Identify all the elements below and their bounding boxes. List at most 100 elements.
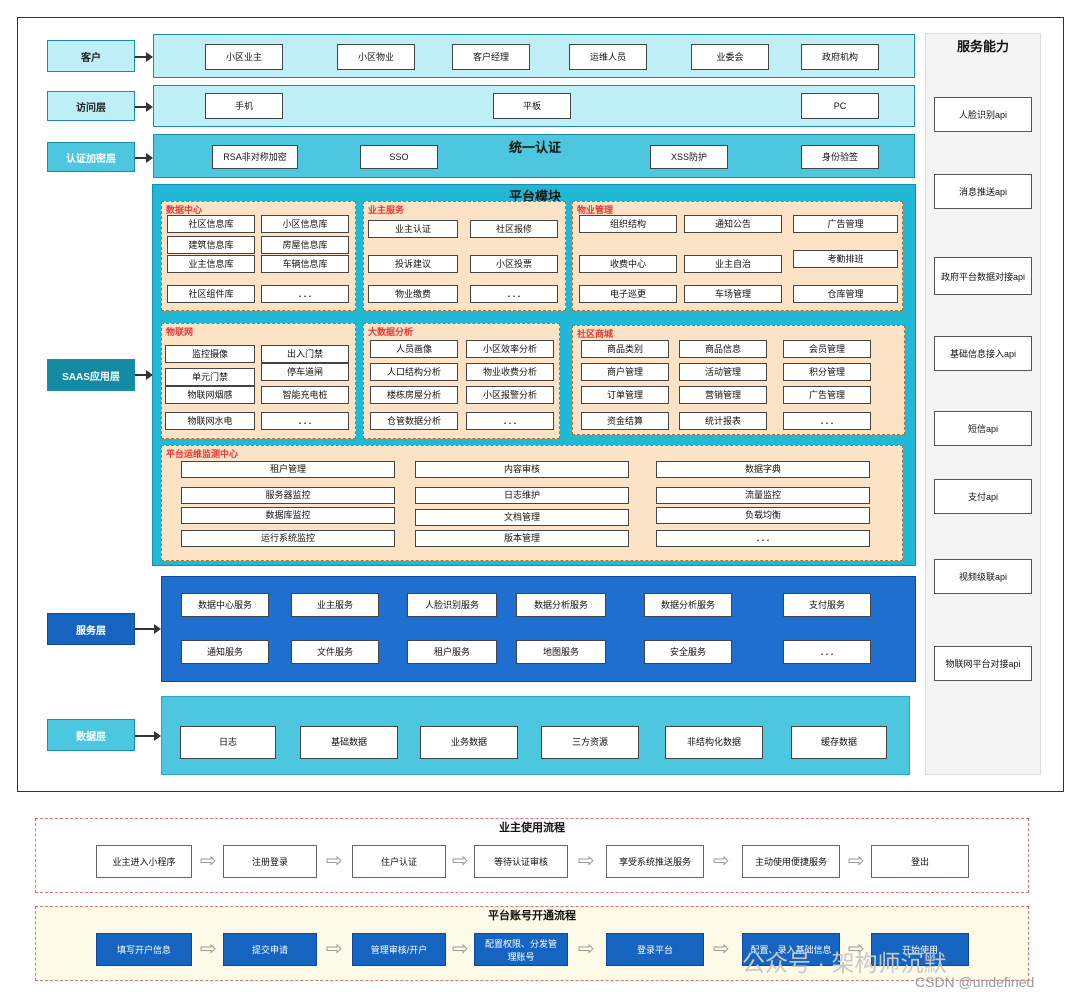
- data-band: [161, 696, 910, 775]
- flow1-step-5: 享受系统推送服务: [606, 845, 704, 878]
- customer-property: 小区物业: [337, 44, 415, 70]
- pm-org: 组织结构: [579, 215, 677, 233]
- platform-title: 平台模块: [508, 189, 561, 204]
- pm-attendance: 考勤排班: [793, 250, 898, 268]
- ops-log: 日志维护: [415, 487, 629, 504]
- data-business: 业务数据: [420, 726, 518, 759]
- mall-category: 商品类别: [581, 340, 669, 358]
- flow2-arrow-5: ⇨: [713, 938, 730, 960]
- pm-parking: 车场管理: [684, 285, 782, 303]
- mall-order: 订单管理: [581, 386, 669, 404]
- flow2-step-6: 配置、录入基础信息: [742, 933, 840, 966]
- api-basic-info: 基础信息接入api: [934, 336, 1032, 371]
- api-sms: 短信api: [934, 411, 1032, 446]
- flow1-arrow-1: ⇨: [200, 850, 217, 872]
- dc-building-db: 建筑信息库: [167, 236, 255, 254]
- watermark-text: 公众号 · 架构师沉默: [742, 950, 947, 976]
- api-iot: 物联网平台对接api: [934, 646, 1032, 681]
- layer-auth: 认证加密层: [47, 142, 135, 172]
- svc-analysis-2: 数据分析服务: [644, 593, 732, 617]
- bd-warehouse: 仓管数据分析: [370, 412, 458, 430]
- os-repair: 社区报修: [470, 220, 558, 238]
- iot-more: . . .: [261, 412, 349, 430]
- customer-government: 政府机构: [801, 44, 879, 70]
- data-unstructured: 非结构化数据: [665, 726, 763, 759]
- data-log: 日志: [180, 726, 276, 759]
- property-title: 物业管理: [577, 205, 614, 215]
- flow2-step-5: 登录平台: [606, 933, 704, 966]
- iot-barrier: 停车道闸: [261, 363, 349, 381]
- flow1-step-7: 登出: [871, 845, 969, 878]
- iot-gate: 出入门禁: [261, 345, 349, 363]
- arrow-auth: [135, 153, 153, 163]
- customer-ops: 运维人员: [569, 44, 647, 70]
- flow2-step-2: 提交申请: [223, 933, 317, 966]
- customer-owner: 小区业主: [205, 44, 283, 70]
- svc-owner: 业主服务: [291, 593, 379, 617]
- bigdata-title: 大数据分析: [368, 327, 414, 337]
- ops-traffic: 流量监控: [656, 487, 870, 504]
- mall-marketing: 营销管理: [679, 386, 767, 404]
- ops-version: 版本管理: [415, 530, 629, 547]
- access-phone: 手机: [205, 93, 283, 119]
- bd-fee: 物业收费分析: [466, 363, 554, 381]
- ops-load-balance: 负载均衡: [656, 507, 870, 524]
- layer-data: 数据层: [47, 719, 135, 751]
- bd-efficiency: 小区效率分析: [466, 340, 554, 358]
- customer-committee: 业委会: [691, 44, 769, 70]
- svc-tenant: 租户服务: [407, 640, 497, 664]
- arrow-service: [135, 624, 161, 634]
- flow2-arrow-3: ⇨: [452, 938, 469, 960]
- iot-charger: 智能充电桩: [261, 386, 349, 404]
- api-payment: 支付api: [934, 479, 1032, 514]
- mall-points: 积分管理: [783, 363, 871, 381]
- auth-rsa: RSA非对称加密: [212, 145, 298, 169]
- mall-report: 统计报表: [679, 412, 767, 430]
- svc-notify: 通知服务: [181, 640, 269, 664]
- auth-band: [153, 134, 915, 178]
- data-center-title: 数据中心: [166, 205, 203, 215]
- os-more: . . .: [470, 285, 558, 303]
- layer-saas: SAAS应用层: [47, 359, 135, 391]
- service-band: [161, 576, 916, 682]
- customer-manager: 客户经理: [452, 44, 530, 70]
- os-complaint: 投诉建议: [368, 255, 458, 273]
- flow2-arrow-1: ⇨: [200, 938, 217, 960]
- os-payment: 物业缴费: [368, 285, 458, 303]
- auth-signature: 身份验签: [801, 145, 879, 169]
- capabilities-title: 服务能力: [956, 39, 1009, 54]
- arrow-saas: [135, 370, 153, 380]
- flow1-arrow-6: ⇨: [848, 850, 865, 872]
- ops-docs: 文档管理: [415, 509, 629, 526]
- dc-community-db: 社区信息库: [167, 215, 255, 233]
- dc-house-db: 房屋信息库: [261, 236, 349, 254]
- flow2-step-4: 配置权限、分发管理账号: [474, 933, 568, 966]
- flow2-arrow-4: ⇨: [578, 938, 595, 960]
- iot-unit-door: 单元门禁: [165, 368, 255, 386]
- svc-data-center: 数据中心服务: [181, 593, 269, 617]
- mall-product: 商品信息: [679, 340, 767, 358]
- arrow-customer: [135, 52, 153, 62]
- dc-component-db: 社区组件库: [167, 285, 255, 303]
- flow1-arrow-4: ⇨: [578, 850, 595, 872]
- flow2-arrow-6: ⇨: [848, 938, 865, 960]
- os-vote: 小区投票: [470, 255, 558, 273]
- auth-sso: SSO: [360, 145, 438, 169]
- dc-vehicle-db: 车辆信息库: [261, 255, 349, 273]
- layer-access: 访问层: [47, 91, 135, 121]
- flow1-arrow-5: ⇨: [713, 850, 730, 872]
- api-message: 消息推送api: [934, 174, 1032, 209]
- flow1-step-1: 业主进入小程序: [96, 845, 192, 878]
- access-tablet: 平板: [493, 93, 571, 119]
- flow2-step-3: 管理审核/开户: [352, 933, 446, 966]
- svc-more: . . .: [783, 640, 871, 664]
- iot-smoke: 物联网烟感: [165, 386, 255, 404]
- flow-account-title: 平台账号开通流程: [488, 910, 576, 922]
- bd-more: . . .: [466, 412, 554, 430]
- auth-xss: XSS防护: [650, 145, 728, 169]
- flow-owner-title: 业主使用流程: [499, 822, 565, 834]
- bd-population: 人口结构分析: [370, 363, 458, 381]
- bd-alarm: 小区报警分析: [466, 386, 554, 404]
- flow2-step-7: 开始使用: [871, 933, 969, 966]
- flow1-arrow-3: ⇨: [452, 850, 469, 872]
